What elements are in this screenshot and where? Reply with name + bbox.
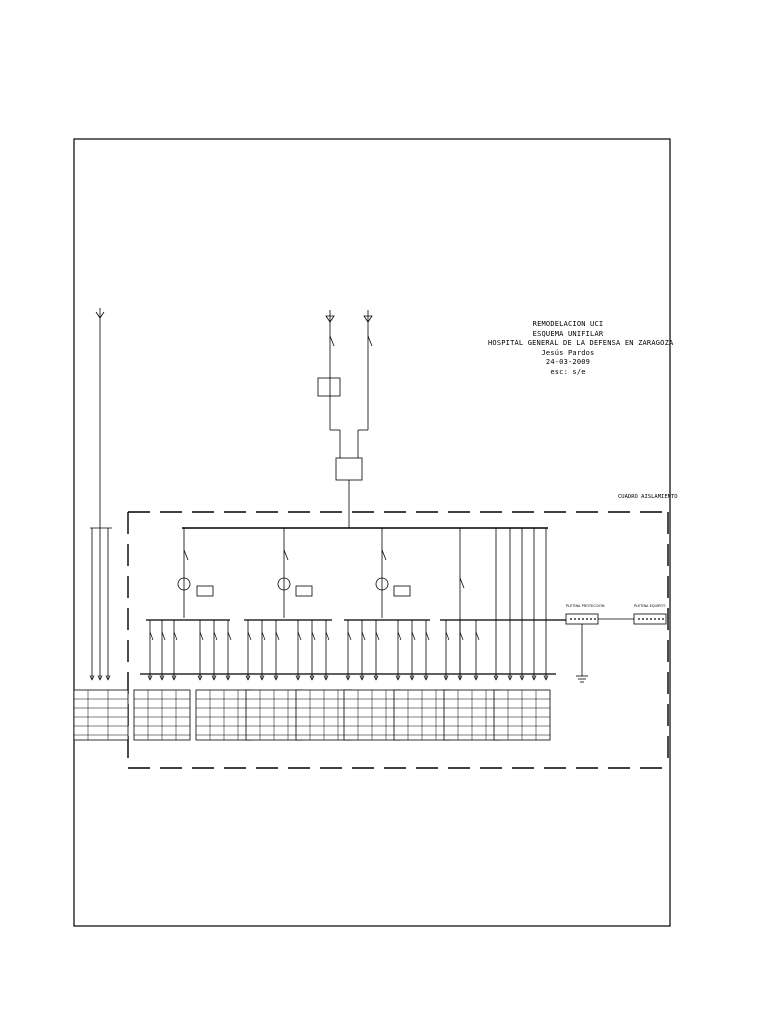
branch-arrow <box>323 675 329 681</box>
branch-arrow <box>457 675 463 681</box>
circuit-table <box>133 689 191 741</box>
branch-arrow <box>373 675 379 681</box>
branch-arrow <box>273 675 279 681</box>
branch-arrow <box>519 675 525 681</box>
circuit-tables <box>73 689 551 741</box>
branch-breaker <box>199 631 204 641</box>
circuit-table <box>73 689 129 741</box>
circuit-table <box>245 689 303 741</box>
right-feeders <box>440 528 566 680</box>
branch-breaker <box>297 631 302 641</box>
transformer-group-1 <box>146 528 230 621</box>
pletina-dots <box>570 618 664 620</box>
table-frame <box>73 689 129 741</box>
branch-arrow <box>395 675 401 681</box>
branch-arrow <box>211 675 217 681</box>
branch-breaker <box>397 631 402 641</box>
branch-breaker <box>261 631 266 641</box>
branch-arrow <box>443 675 449 681</box>
branch-arrow <box>159 675 165 681</box>
branch-breaker <box>375 631 380 641</box>
circuit-table <box>343 689 401 741</box>
branch-breaker <box>347 631 352 641</box>
drawing-type: ESQUEMA UNIFILAR <box>532 329 604 338</box>
branch-breaker <box>411 631 416 641</box>
branch-arrow <box>89 675 95 681</box>
title-block: REMODELACION UCI ESQUEMA UNIFILAR HOSPIT… <box>488 320 674 377</box>
sheet-frame <box>73 138 671 927</box>
circuit-table <box>195 689 253 741</box>
branch-arrow <box>147 675 153 681</box>
top-supplies <box>317 310 373 528</box>
scale: esc: s/e <box>550 367 586 376</box>
project-title: REMODELACION UCI <box>532 320 604 328</box>
branch-arrow <box>245 675 251 681</box>
branch-arrow <box>105 675 111 681</box>
circuit-table <box>295 689 353 741</box>
branch-arrow <box>171 675 177 681</box>
date: 24-03-2009 <box>545 358 591 366</box>
branch-arrow <box>473 675 479 681</box>
branch-breaker <box>325 631 330 641</box>
branch-breaker <box>161 631 166 641</box>
branch-breaker <box>475 631 480 641</box>
circuit-table <box>493 689 551 741</box>
hospital-name: HOSPITAL GENERAL DE LA DEFENSA EN ZARAGO… <box>488 339 674 347</box>
branch-breaker <box>459 631 464 641</box>
branch-breaker <box>311 631 316 641</box>
branch-breaker <box>445 631 450 641</box>
branch-breaker <box>213 631 218 641</box>
branch-arrow <box>423 675 429 681</box>
branch-arrow <box>531 675 537 681</box>
pletina-proteccion-label: PLETINA PROTECCION <box>566 604 605 608</box>
circuit-table <box>443 689 501 741</box>
branch-circuits <box>89 620 556 681</box>
transformer-group-2 <box>244 528 332 621</box>
branch-arrow <box>197 675 203 681</box>
branch-breaker <box>227 631 232 641</box>
branch-arrow <box>309 675 315 681</box>
branch-arrow <box>225 675 231 681</box>
branch-arrow <box>359 675 365 681</box>
left-feeder <box>90 308 112 680</box>
pletinas <box>565 613 667 683</box>
branch-arrow <box>259 675 265 681</box>
branch-breaker <box>425 631 430 641</box>
cuadro-aislamiento-label: CUADRO AISLAMIENTO <box>618 494 678 500</box>
branch-arrow <box>295 675 301 681</box>
branch-breaker <box>149 631 154 641</box>
transformer-group-3 <box>344 528 430 621</box>
branch-arrow <box>507 675 513 681</box>
author: Jesús Pardos <box>541 348 595 357</box>
branch-arrow <box>409 675 415 681</box>
pletina-equipot-label: PLETINA EQUIPOT. <box>634 604 666 608</box>
branch-arrow <box>493 675 499 681</box>
branch-arrow <box>97 675 103 681</box>
circuit-table <box>393 689 451 741</box>
branch-breaker <box>247 631 252 641</box>
branch-breaker <box>173 631 178 641</box>
branch-arrow <box>543 675 549 681</box>
branch-breaker <box>361 631 366 641</box>
branch-breaker <box>275 631 280 641</box>
branch-arrow <box>345 675 351 681</box>
